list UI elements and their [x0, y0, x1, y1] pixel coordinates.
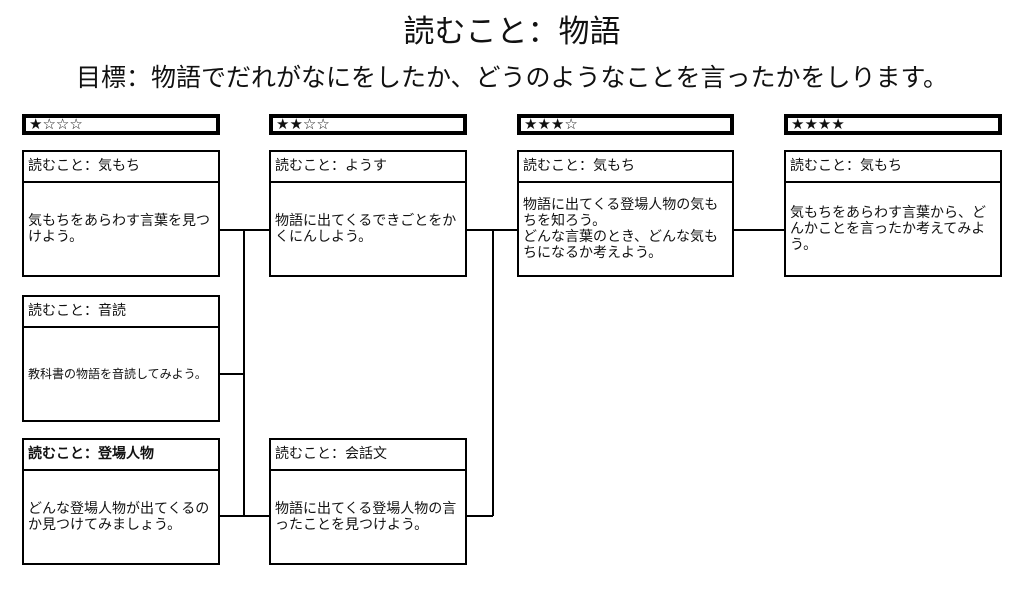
card-header: 読むこと：気もち — [24, 152, 218, 183]
card-body: 物語に出てくるできごとをかくにんしよう。 — [275, 213, 457, 245]
level-3-stars: ★★★☆ — [517, 114, 734, 135]
card-body: 教科書の物語を音読してみよう。 — [28, 367, 207, 381]
card-body: 物語に出てくる登場人物の気もちを知ろう。 どんな言葉のとき、どんな気もちになるか… — [523, 197, 719, 261]
card-kimochi-level1: 読むこと：気もち 気もちをあらわす言葉を見つけよう。 — [22, 150, 220, 277]
card-kimochi-level3: 読むこと：気もち 物語に出てくる登場人物の気もちを知ろう。 どんな言葉のとき、ど… — [517, 150, 734, 277]
card-header: 読むこと：気もち — [786, 152, 1000, 183]
page-title: 読むこと：物語 — [403, 14, 621, 50]
card-header: 読むこと：会話文 — [271, 440, 465, 471]
card-ondoku: 読むこと：音読 教科書の物語を音読してみよう。 — [22, 295, 220, 422]
card-header: 読むこと：登場人物 — [24, 440, 218, 471]
card-kaiwabun: 読むこと：会話文 物語に出てくる登場人物の言ったことを見つけよう。 — [269, 438, 467, 565]
level-1-stars: ★☆☆☆ — [22, 114, 220, 135]
card-toujou-jinbutsu: 読むこと：登場人物 どんな登場人物が出てくるのか見つけてみましょう。 — [22, 438, 220, 565]
level-4-stars: ★★★★ — [784, 114, 1002, 135]
card-header: 読むこと：音読 — [24, 297, 218, 328]
card-body: 気もちをあらわす言葉から、どんかことを言ったか考えてみよう。 — [790, 205, 986, 253]
card-kimochi-level4: 読むこと：気もち 気もちをあらわす言葉から、どんかことを言ったか考えてみよう。 — [784, 150, 1002, 277]
page-subtitle: 目標：物語でだれがなにをしたか、どうのようなことを言ったかをしります。 — [75, 63, 948, 92]
card-yousu: 読むこと：ようす 物語に出てくるできごとをかくにんしよう。 — [269, 150, 467, 277]
card-body: 気もちをあらわす言葉を見つけよう。 — [28, 213, 210, 245]
level-2-stars: ★★☆☆ — [269, 114, 467, 135]
card-header: 読むこと：ようす — [271, 152, 465, 183]
card-body: 物語に出てくる登場人物の言ったことを見つけよう。 — [275, 501, 457, 533]
card-body: どんな登場人物が出てくるのか見つけてみましょう。 — [28, 501, 210, 533]
card-header: 読むこと：気もち — [519, 152, 732, 183]
